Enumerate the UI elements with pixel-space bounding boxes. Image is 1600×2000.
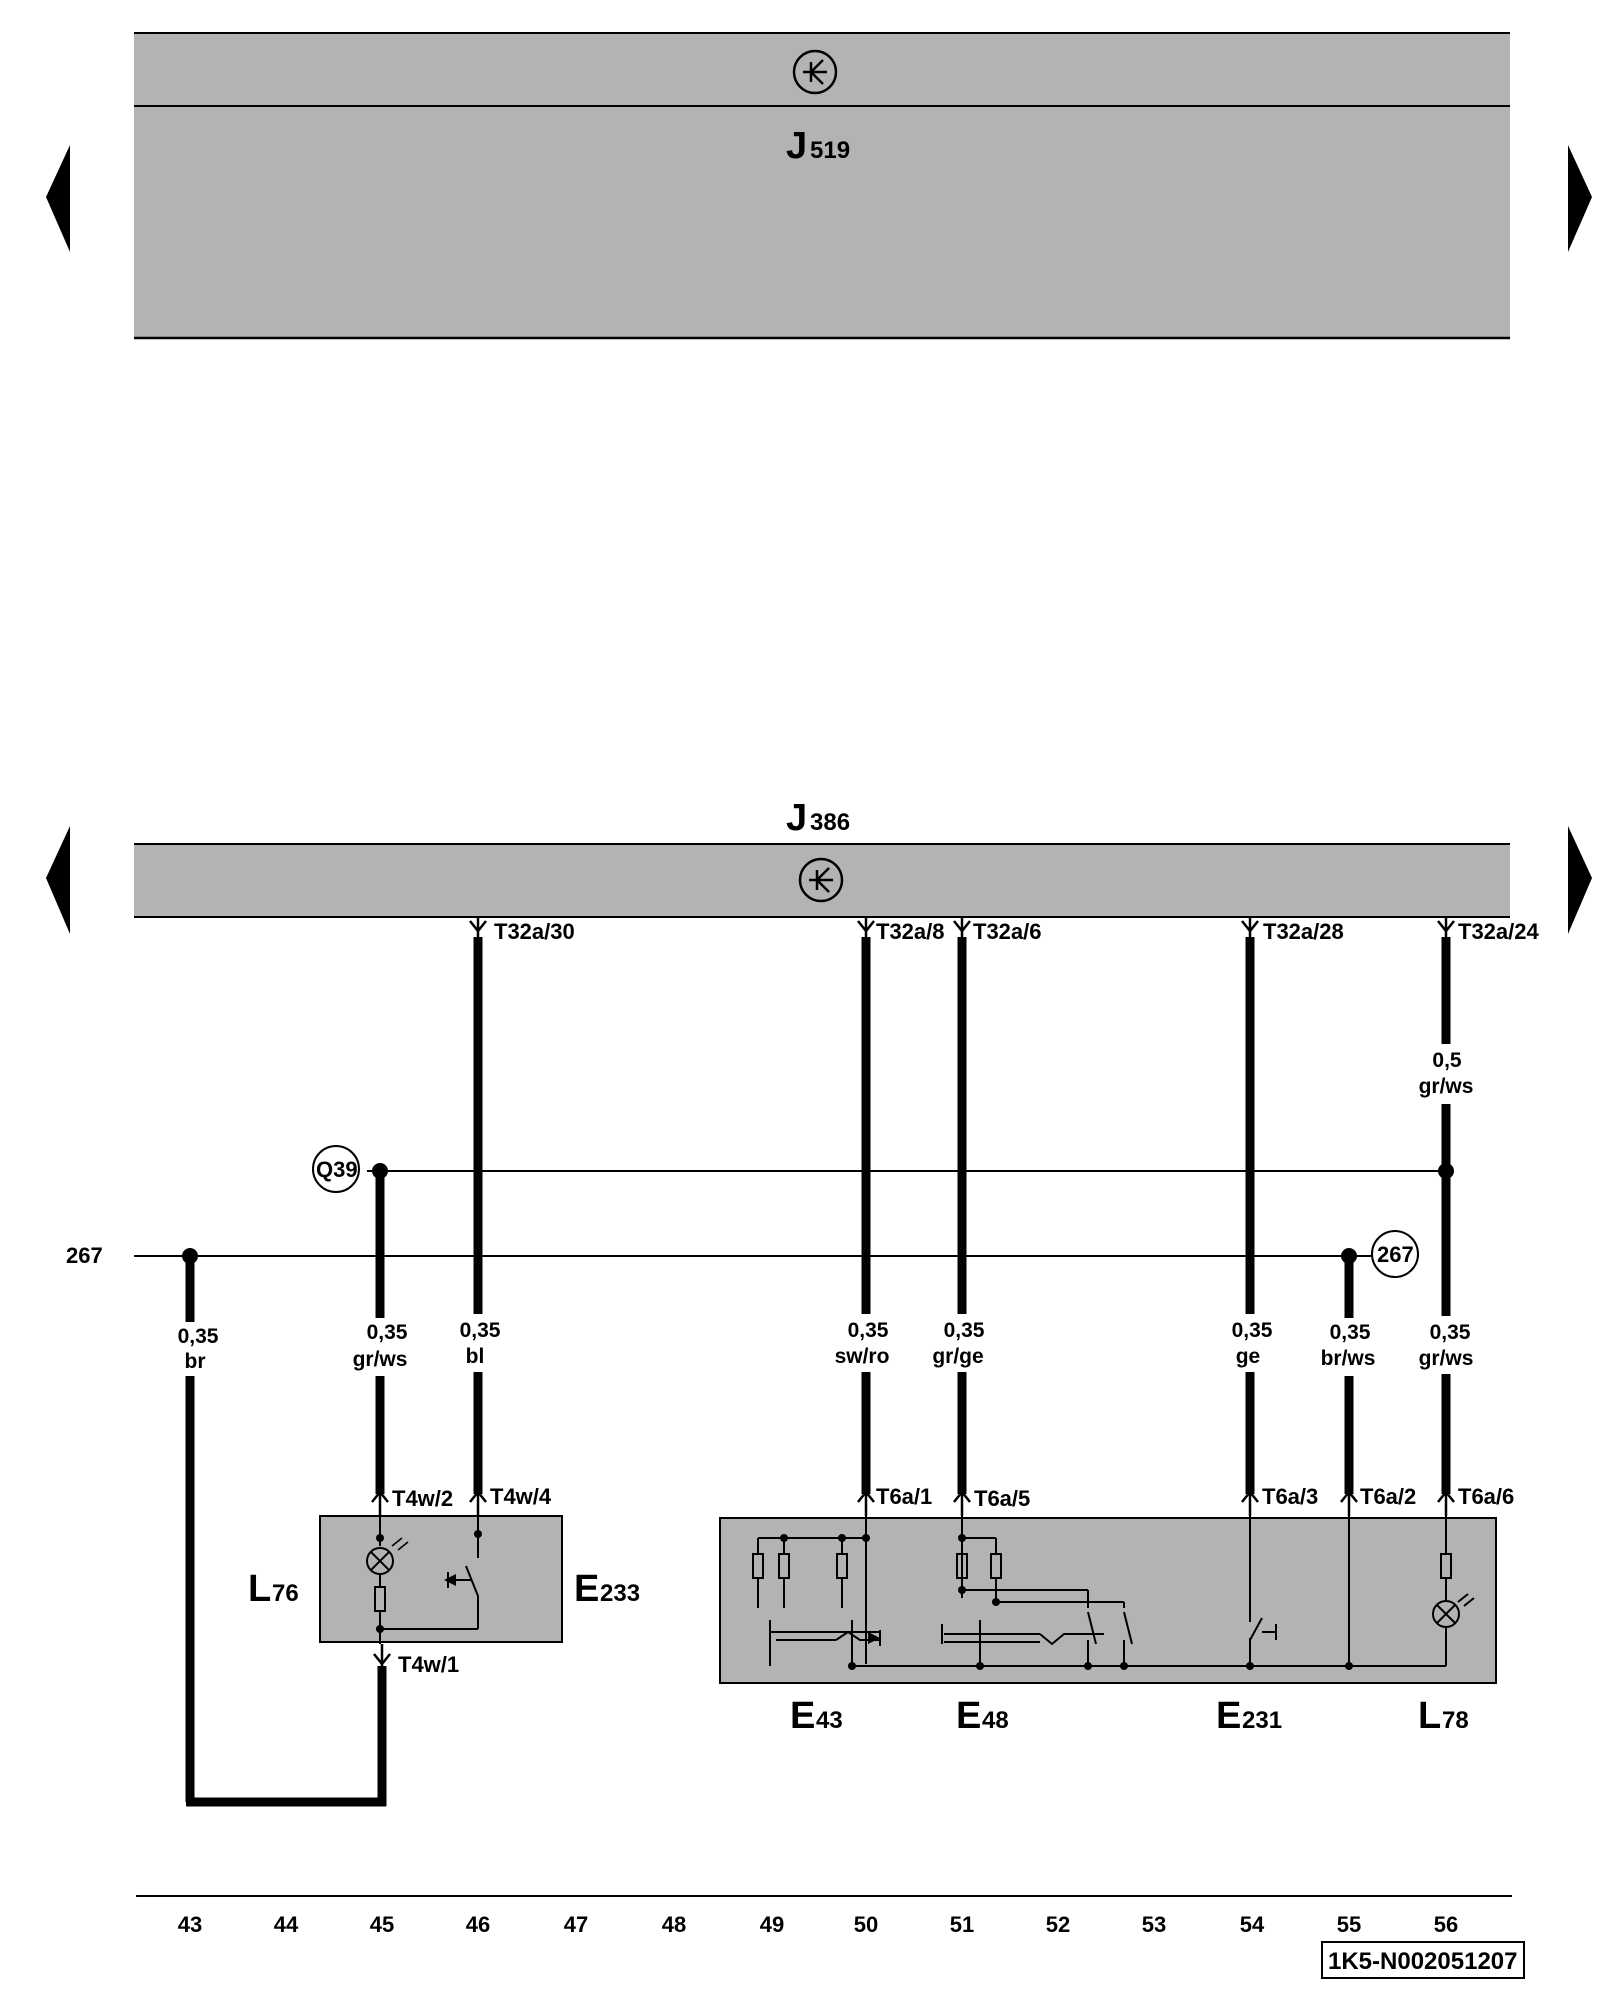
wire-label-56-upper: 0,5 gr/ws — [1419, 1049, 1474, 1098]
track-number: 52 — [1046, 1912, 1070, 1937]
module-j519-letter: J — [786, 125, 807, 167]
pin-t32a-8: T32a/8 — [876, 919, 945, 944]
wire-label-50: 0,35 sw/ro — [835, 1319, 890, 1368]
pin-t6a-6: T6a/6 — [1458, 1484, 1514, 1509]
wire-size: 0,35 — [367, 1321, 408, 1344]
wire-label-45: 0,35 gr/ws — [353, 1321, 408, 1371]
component-box-e43-e48-e231-l78 — [719, 1516, 1497, 1684]
wire-color: gr/ws — [1419, 1347, 1474, 1370]
pin-t6a-2: T6a/2 — [1360, 1484, 1416, 1509]
component-l76-letter: L — [248, 1568, 271, 1610]
wire-label-56-lower: 0,35 gr/ws — [1419, 1321, 1474, 1370]
control-unit-icon — [798, 857, 844, 903]
nav-left-arrow-bottom[interactable] — [46, 826, 70, 934]
ref-267-label: 267 — [1377, 1242, 1414, 1267]
bus-line-q39 — [367, 1163, 1454, 1179]
pin-t32a-30: T32a/30 — [494, 919, 575, 944]
pin-t32a-24: T32a/24 — [1458, 919, 1539, 944]
component-box-l76-e233 — [319, 1515, 563, 1644]
nav-left-arrow-top[interactable] — [46, 145, 70, 252]
module-j386: J 386 — [134, 797, 1510, 918]
track-numbers: 43 44 45 46 47 48 49 50 51 52 53 54 55 5… — [178, 1912, 1458, 1937]
wires — [185, 937, 1451, 1807]
component-e233-letter: E — [574, 1568, 599, 1610]
control-unit-icon — [792, 49, 838, 95]
pin-t6a-5: T6a/5 — [974, 1486, 1030, 1511]
pin-t6a-1: T6a/1 — [876, 1484, 932, 1509]
component-e48-number: 48 — [982, 1707, 1009, 1734]
wire-size: 0,5 — [1432, 1049, 1462, 1072]
wire-size: 0,35 — [1232, 1319, 1273, 1342]
wire-size: 0,35 — [460, 1319, 501, 1342]
wire-color: ge — [1236, 1345, 1261, 1368]
pin-t6a-3: T6a/3 — [1262, 1484, 1318, 1509]
ref-circle-q39: Q39 — [312, 1145, 360, 1193]
track-number: 47 — [564, 1912, 588, 1937]
pin-t4w-1: T4w/1 — [398, 1652, 459, 1677]
wire-size: 0,35 — [1330, 1321, 1371, 1344]
module-j519-number: 519 — [810, 137, 850, 164]
component-e48-letter: E — [956, 1695, 981, 1737]
wire-size: 0,35 — [178, 1325, 219, 1348]
component-e43-number: 43 — [816, 1707, 843, 1734]
track-number: 55 — [1337, 1912, 1361, 1937]
wire-color: br/ws — [1321, 1347, 1376, 1370]
track-number: 50 — [854, 1912, 878, 1937]
wire-label-51: 0,35 gr/ge — [932, 1319, 984, 1368]
wire-color: gr/ge — [932, 1345, 983, 1368]
component-l76-number: 76 — [272, 1580, 299, 1607]
track-number: 43 — [178, 1912, 202, 1937]
bus-ref-267-left: 267 — [66, 1243, 103, 1268]
doc-id-text: 1K5-N002051207 — [1328, 1948, 1517, 1975]
module-j386-number: 386 — [810, 809, 850, 836]
component-e231-number: 231 — [1242, 1707, 1282, 1734]
pin-t32a-28: T32a/28 — [1263, 919, 1344, 944]
track-number: 51 — [950, 1912, 974, 1937]
component-e233-number: 233 — [600, 1580, 640, 1607]
wire-label-46: 0,35 bl — [460, 1319, 501, 1368]
track-number: 54 — [1240, 1912, 1265, 1937]
ref-q39-label: Q39 — [316, 1157, 358, 1182]
wire-color: bl — [466, 1345, 485, 1368]
bus-line-267 — [134, 1248, 1357, 1264]
component-l78-letter: L — [1418, 1695, 1441, 1737]
track-number: 49 — [760, 1912, 784, 1937]
track-number: 56 — [1434, 1912, 1458, 1937]
wire-size: 0,35 — [848, 1319, 889, 1342]
track-number: 48 — [662, 1912, 686, 1937]
wire-label-43: 0,35 br — [178, 1325, 219, 1373]
wire-color: br — [185, 1350, 206, 1373]
wire-label-54: 0,35 ge — [1232, 1319, 1273, 1368]
led-emission-icon — [391, 1537, 409, 1551]
pin-t32a-6: T32a/6 — [973, 919, 1042, 944]
wire-color: gr/ws — [353, 1348, 408, 1371]
wire-color: gr/ws — [1419, 1075, 1474, 1098]
module-j386-letter: J — [786, 797, 807, 839]
pin-t4w-2: T4w/2 — [392, 1486, 453, 1511]
track-number: 46 — [466, 1912, 490, 1937]
wire-size: 0,35 — [944, 1319, 985, 1342]
nav-right-arrow-bottom[interactable] — [1568, 826, 1592, 934]
connector-arrows-bottom — [371, 1489, 1455, 1667]
connector-arrows-top — [469, 917, 1455, 937]
module-j519: J 519 — [134, 32, 1510, 340]
track-number: 53 — [1142, 1912, 1166, 1937]
wire-color: sw/ro — [835, 1345, 890, 1368]
track-number: 44 — [274, 1912, 299, 1937]
doc-id-box: 1K5-N002051207 — [1321, 1941, 1525, 1979]
component-e231-letter: E — [1216, 1695, 1241, 1737]
track-number: 45 — [370, 1912, 394, 1937]
wire-label-55: 0,35 br/ws — [1321, 1321, 1376, 1370]
pin-t4w-4: T4w/4 — [490, 1484, 552, 1509]
wire-size: 0,35 — [1430, 1321, 1471, 1344]
nav-right-arrow-top[interactable] — [1568, 145, 1592, 252]
ref-circle-267: 267 — [1349, 1230, 1419, 1278]
component-e43-letter: E — [790, 1695, 815, 1737]
component-l78-number: 78 — [1442, 1707, 1469, 1734]
